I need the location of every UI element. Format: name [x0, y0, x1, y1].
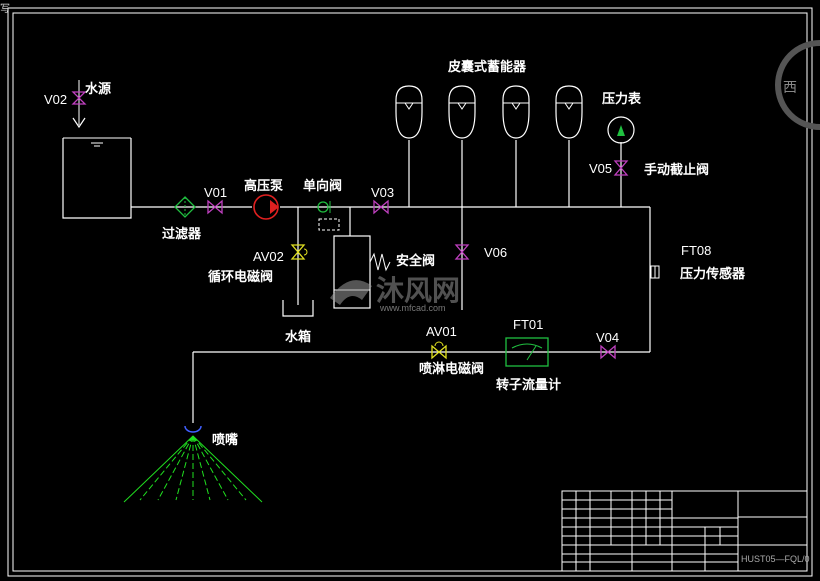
- label-high-pressure-pump: 高压泵: [244, 178, 283, 194]
- pressure-gauge-icon[interactable]: [607, 116, 635, 144]
- valve-v04-icon[interactable]: [600, 344, 616, 360]
- label-nozzle: 喷嘴: [212, 432, 238, 448]
- safety-valve-icon[interactable]: [333, 235, 371, 309]
- valve-v06-icon[interactable]: [454, 244, 470, 260]
- tag-av02: AV02: [253, 249, 284, 264]
- tag-ft08: FT08: [681, 243, 711, 258]
- watermark-url: www.mfcad.com: [379, 303, 446, 313]
- valve-v05-icon[interactable]: [613, 160, 629, 176]
- label-safety-valve: 安全阀: [396, 253, 435, 269]
- valve-v01-icon[interactable]: [207, 199, 223, 215]
- label-filter: 过滤器: [162, 226, 202, 242]
- safety-pilot-line: [318, 218, 340, 231]
- pressure-sensor-icon[interactable]: [650, 265, 660, 279]
- accumulator-icon[interactable]: [555, 85, 583, 139]
- return-tank: [282, 300, 314, 317]
- label-rotameter: 转子流量计: [496, 377, 561, 393]
- tag-v06: V06: [484, 245, 507, 260]
- filter-icon[interactable]: [174, 196, 196, 218]
- tag-v05: V05: [589, 161, 612, 176]
- drawing-code: HUST05—FQL/0: [741, 554, 810, 564]
- watermark-logo: [330, 280, 372, 305]
- valve-v03-icon[interactable]: [373, 199, 389, 215]
- solenoid-av01-icon[interactable]: [431, 341, 447, 360]
- inner-frame: [12, 12, 808, 572]
- label-water-source: 水源: [85, 81, 111, 97]
- label-tank: 水箱: [285, 329, 311, 345]
- tag-av01: AV01: [426, 324, 457, 339]
- check-valve-icon[interactable]: [317, 201, 331, 213]
- tag-v01: V01: [204, 185, 227, 200]
- inlet-arrow: [72, 117, 86, 129]
- label-manual-stop-valve: 手动截止阀: [644, 162, 709, 178]
- tag-v03: V03: [371, 185, 394, 200]
- label-pressure-gauge: 压力表: [602, 91, 642, 107]
- source-tank: [62, 138, 132, 219]
- spring-icon: [369, 252, 391, 272]
- valve-v02-icon[interactable]: [71, 91, 87, 105]
- corner-left-char: 写: [0, 3, 10, 15]
- corner-right-char: 西: [783, 80, 797, 96]
- title-block: [561, 490, 808, 572]
- tag-v04: V04: [596, 330, 619, 345]
- watermark-brand: 沐风网: [376, 274, 460, 307]
- compass-ring: [775, 40, 820, 130]
- tag-ft01: FT01: [513, 317, 543, 332]
- solenoid-av02-icon[interactable]: [290, 244, 308, 260]
- label-pressure-sensor: 压力传感器: [680, 266, 746, 282]
- label-check-valve: 单向阀: [303, 178, 342, 194]
- pump-icon[interactable]: [253, 194, 279, 220]
- accumulator-icon[interactable]: [502, 85, 530, 139]
- accumulator-icon[interactable]: [395, 85, 423, 139]
- label-spray-solenoid: 喷淋电磁阀: [419, 361, 484, 377]
- rotameter-icon[interactable]: [505, 337, 549, 367]
- accumulator-icon[interactable]: [448, 85, 476, 139]
- outer-frame: [7, 7, 813, 577]
- nozzle-icon[interactable]: [123, 425, 263, 503]
- label-circulation-solenoid: 循环电磁阀: [208, 269, 273, 285]
- label-accumulators: 皮囊式蓄能器: [447, 59, 527, 75]
- tag-v02: V02: [44, 92, 67, 107]
